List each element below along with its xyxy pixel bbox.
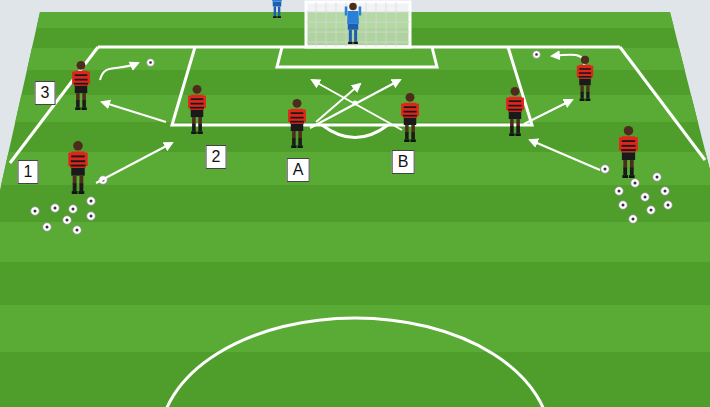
movement-arrows xyxy=(96,55,600,183)
callout-label: B xyxy=(392,150,415,174)
ball-piles xyxy=(31,51,673,235)
goal xyxy=(306,2,410,47)
grass-stripes xyxy=(0,12,710,352)
callout-label: 3 xyxy=(35,81,56,105)
callout-label: 1 xyxy=(18,160,39,184)
callout-label: A xyxy=(287,158,310,182)
players xyxy=(68,56,638,194)
pitch-lines xyxy=(10,47,705,407)
field xyxy=(0,12,710,407)
goalkeepers xyxy=(270,0,361,44)
callout-label: 2 xyxy=(206,145,227,169)
